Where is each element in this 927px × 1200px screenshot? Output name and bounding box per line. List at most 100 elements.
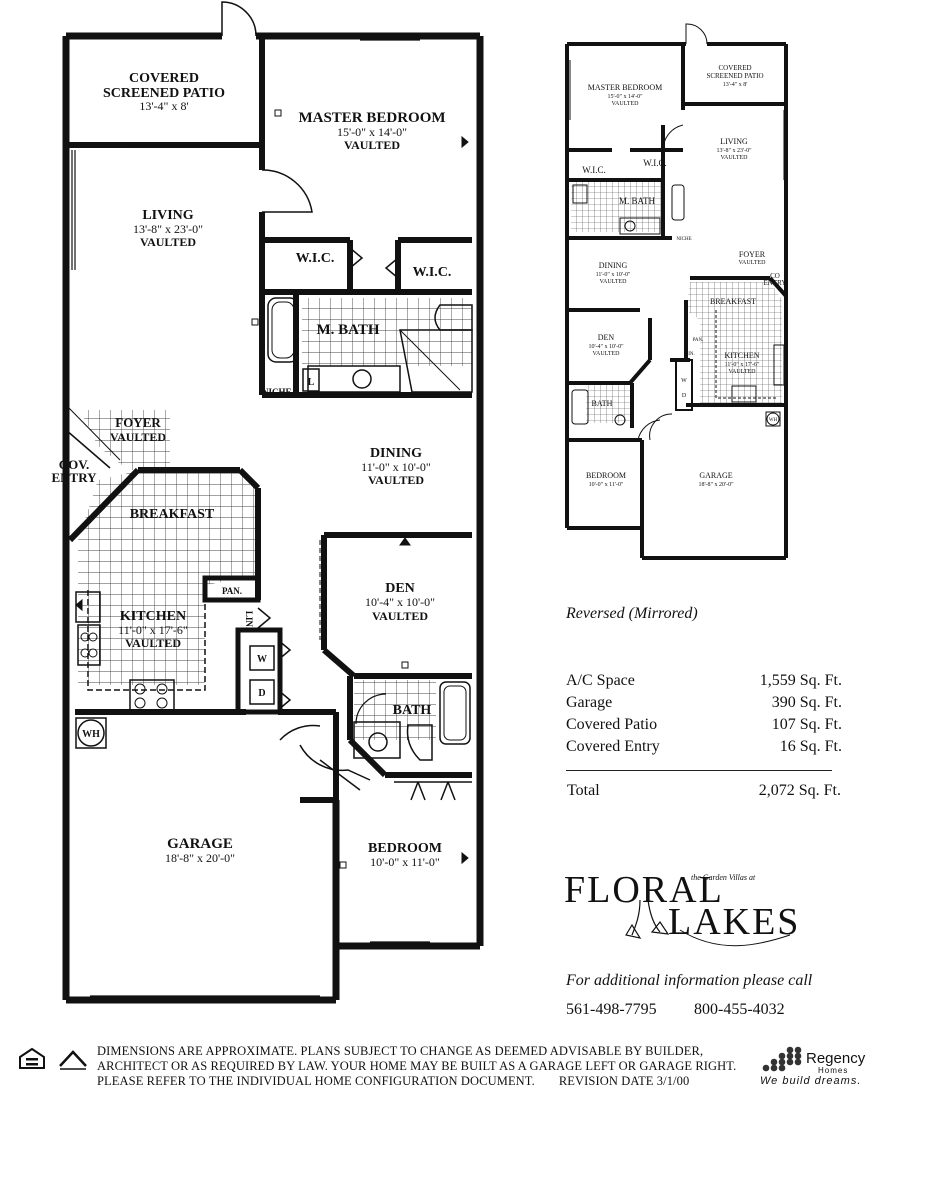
mini-covered-patio-name: COVERED — [718, 64, 751, 72]
foyer-note: VAULTED — [110, 430, 166, 444]
area-label: Covered Entry — [566, 738, 660, 755]
builder-sub: Homes — [818, 1066, 849, 1075]
area-value: 390 Sq. Ft. — [771, 694, 842, 711]
garage-name: GARAGE — [167, 836, 233, 852]
master-bedroom-note: VAULTED — [344, 138, 400, 152]
pantry-label: PAN. — [222, 586, 242, 596]
mini-pantry: PAN. — [693, 338, 704, 343]
mini-dining-note: VAULTED — [599, 279, 627, 285]
main-floor-plan — [62, 1, 484, 1004]
regency-homes-logo-icon — [762, 1046, 802, 1072]
mini-garage-dims: 18'-8" x 20'-0" — [698, 482, 734, 488]
mini-den-note: VAULTED — [592, 351, 620, 357]
mini-linen: LIN. — [685, 352, 695, 357]
bedroom-dims: 10'-0" x 11'-0" — [370, 855, 440, 869]
wic-left-label: W.I.C. — [296, 251, 335, 266]
area-row: A/C Space 1,559 Sq. Ft. — [566, 670, 842, 692]
area-label: Garage — [566, 694, 613, 711]
covered-patio-name-2: SCREENED PATIO — [103, 86, 225, 101]
mini-garage-name: GARAGE — [699, 471, 732, 480]
den-dims: 10'-4" x 10'-0" — [365, 595, 435, 609]
mini-covered-patio-name-2: SCREENED PATIO — [706, 72, 763, 80]
disclaimer-line-2: ARCHITECT OR AS REQUIRED BY LAW. YOUR HO… — [97, 1059, 737, 1073]
logo-floral: FLORAL — [564, 869, 724, 911]
wic-right-label: W.I.C. — [413, 265, 452, 280]
logo-pretitle: the Garden Villas at — [691, 873, 756, 882]
mini-living-note: VAULTED — [720, 155, 748, 161]
den-name: DEN — [385, 581, 415, 596]
area-row: Garage 390 Sq. Ft. — [566, 692, 842, 714]
washer-label: W — [257, 654, 267, 665]
mini-master-bedroom-name: MASTER BEDROOM — [588, 83, 662, 92]
mini-foyer-note: VAULTED — [738, 260, 766, 266]
area-value: 16 Sq. Ft. — [779, 738, 842, 755]
home-builders-icon — [59, 1050, 87, 1070]
mini-living-dims: 13'-8" x 23'-0" — [716, 148, 752, 154]
cov-entry-name-2: ENTRY — [51, 470, 97, 485]
floral-lakes-logo: the Garden Villas at FLORAL LAKES — [564, 869, 800, 947]
mini-master-bedroom-dims: 15'-0" x 14'-0" — [607, 94, 643, 100]
phone-number-1[interactable]: 561-498-7795 — [566, 1001, 657, 1018]
kitchen-note: VAULTED — [125, 636, 181, 650]
cov-entry-name: COV. — [59, 457, 89, 472]
mini-plan-labels: MASTER BEDROOM 15'-0" x 14'-0" VAULTED C… — [582, 64, 786, 488]
builder-name: Regency — [806, 1050, 866, 1067]
phone-number-2[interactable]: 800-455-4032 — [694, 1001, 785, 1018]
mini-den-name: DEN — [598, 333, 615, 342]
covered-patio-dims: 13'-4" x 8' — [139, 99, 188, 113]
mini-den-dims: 10'-4" x 10'-0" — [588, 344, 624, 350]
mini-dining-dims: 11'-0" x 10'-0" — [596, 272, 631, 278]
disclaimer: DIMENSIONS ARE APPROXIMATE. PLANS SUBJEC… — [97, 1044, 757, 1089]
mini-washer: W — [681, 378, 687, 384]
master-bath-label: M. BATH — [316, 322, 379, 338]
foyer-name: FOYER — [115, 415, 161, 430]
dryer-label: D — [258, 688, 265, 699]
master-bedroom-name: MASTER BEDROOM — [298, 110, 445, 126]
disclaimer-line-3: PLEASE REFER TO THE INDIVIDUAL HOME CONF… — [97, 1074, 535, 1088]
disclaimer-line-1: DIMENSIONS ARE APPROXIMATE. PLANS SUBJEC… — [97, 1044, 704, 1058]
covered-patio-name: COVERED — [129, 71, 199, 86]
linen-label: LIN. — [244, 611, 254, 629]
total-row: Total 2,072 Sq. Ft. — [566, 781, 842, 801]
reversed-caption: Reversed (Mirrored) — [566, 605, 698, 622]
den-note: VAULTED — [372, 609, 428, 623]
main-plan-labels: COVERED SCREENED PATIO 13'-4" x 8' MASTE… — [51, 71, 451, 869]
kitchen-dims: 11'-0" x 17'-6" — [118, 623, 188, 637]
area-label: Covered Patio — [566, 716, 658, 733]
area-row: Covered Patio 107 Sq. Ft. — [566, 714, 842, 736]
mini-niche: NICHE — [676, 237, 691, 242]
mini-cov-entry-name-2: ENTRY — [764, 279, 787, 287]
area-row: Covered Entry 16 Sq. Ft. — [566, 736, 842, 758]
mini-breakfast: BREAKFAST — [710, 297, 756, 306]
equal-housing-icon — [19, 1047, 45, 1069]
mini-foyer-name: FOYER — [739, 250, 766, 259]
total-value: 2,072 Sq. Ft. — [758, 782, 841, 799]
mini-wic-left: W.I.C. — [582, 165, 605, 175]
living-name: LIVING — [142, 208, 193, 223]
kitchen-name: KITCHEN — [120, 609, 186, 624]
dining-name: DINING — [370, 446, 422, 461]
mini-kitchen-note: VAULTED — [728, 369, 756, 375]
mini-water-heater: WH — [769, 418, 778, 423]
mini-master-bath: M. BATH — [619, 196, 656, 206]
mini-dining-name: DINING — [599, 261, 628, 270]
revision-date: REVISION DATE 3/1/00 — [558, 1074, 690, 1088]
niche-label: NICHE — [262, 387, 292, 397]
garage-dims: 18'-8" x 20'-0" — [165, 851, 235, 865]
area-value: 107 Sq. Ft. — [771, 716, 842, 733]
mini-covered-patio-dims: 13'-4" x 8' — [723, 82, 748, 88]
water-heater-label: WH — [82, 729, 100, 740]
living-dims: 13'-8" x 23'-0" — [133, 222, 203, 236]
mini-bedroom-dims: 10'-0" x 11'-0" — [589, 482, 624, 488]
logo-lakes: LAKES — [668, 901, 800, 943]
master-bedroom-dims: 15'-0" x 14'-0" — [337, 125, 407, 139]
dining-note: VAULTED — [368, 473, 424, 487]
breakfast-label: BREAKFAST — [130, 507, 215, 522]
mirrored-floor-plan — [565, 23, 788, 560]
mini-cov-entry-name: CO — [770, 272, 780, 280]
lily-flower-icon — [625, 899, 791, 947]
mini-dryer: D — [682, 393, 687, 399]
dining-dims: 11'-0" x 10'-0" — [361, 460, 431, 474]
total-label: Total — [567, 782, 600, 799]
